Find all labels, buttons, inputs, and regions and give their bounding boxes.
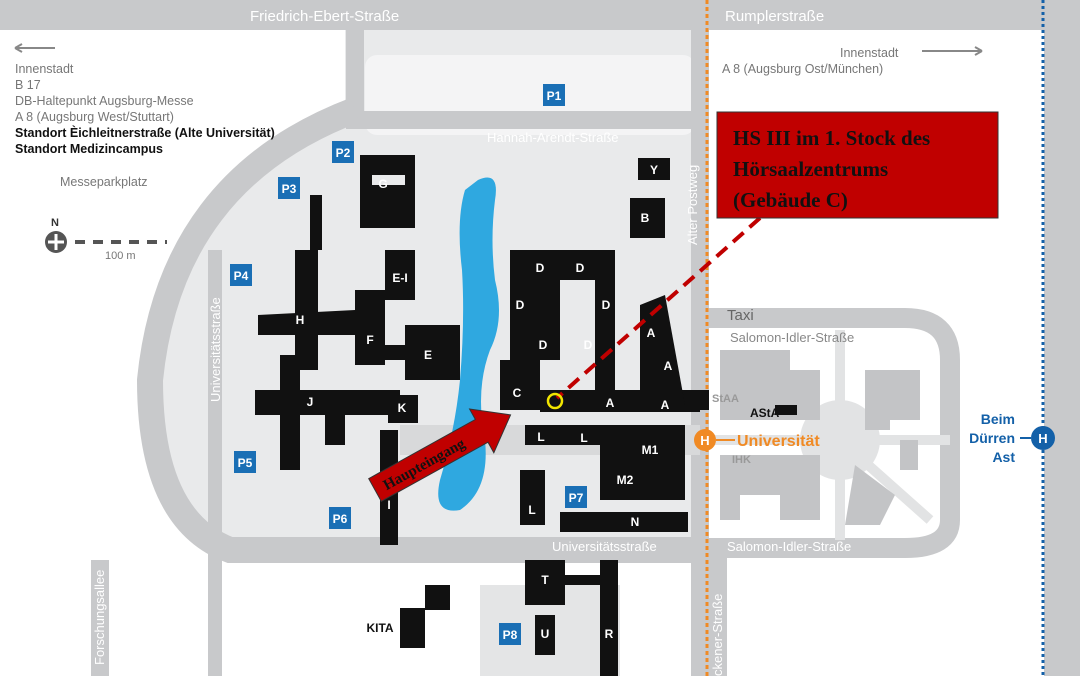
building-L[interactable]: L [537, 430, 544, 444]
building-A[interactable]: A [606, 396, 615, 410]
legend-line: Innenstadt [15, 62, 74, 76]
street-rumpler: Rumplerstraße [725, 8, 824, 25]
building-D[interactable]: D [516, 298, 525, 312]
building-T[interactable]: T [541, 573, 549, 587]
building-N[interactable]: N [631, 515, 640, 529]
parking-markers: P1 P2 P3 P4 P5 P6 P7 P8 [230, 84, 587, 645]
callout-pointer [555, 216, 762, 400]
taxi-label: Taxi [727, 307, 754, 324]
h-stop-icon: H [1038, 431, 1047, 446]
callout-box: HS III im 1. Stock des Hörsaalzentrums (… [716, 111, 999, 219]
ihk-label: IHK [732, 454, 751, 466]
street-universitaet-bottom: Universitätsstraße [552, 539, 657, 554]
building-G[interactable]: G [378, 177, 387, 191]
street-salomon-bottom: Salomon-Idler-Straße [727, 539, 851, 554]
callout-line: HS III im 1. Stock des [733, 126, 930, 150]
street-bottom-right: ckener-Straße [710, 594, 725, 676]
building-D[interactable]: D [576, 261, 585, 275]
building-KITA[interactable]: KITA [366, 621, 393, 635]
building-I[interactable]: I [387, 498, 390, 512]
building-D[interactable]: D [602, 298, 611, 312]
street-hannah-arendt: Hannah-Arendt-Straße [487, 130, 619, 145]
building-C[interactable]: C [513, 386, 522, 400]
arrow-right-icon [922, 46, 983, 56]
building-M1[interactable]: M1 [642, 443, 659, 457]
building-F[interactable]: F [366, 333, 373, 347]
legend-line: A 8 (Augsburg West/Stuttart) [15, 110, 174, 124]
callout-line: Hörsaalzentrums [733, 157, 888, 181]
building-H[interactable]: H [296, 313, 305, 327]
legend-line: DB-Haltepunkt Augsburg-Messe [15, 94, 194, 108]
building-labels: Y B G E-I H F E D D D D D D A A A A C J … [296, 163, 673, 641]
street-universitaet-left: Universitätsstraße [208, 297, 223, 402]
building-L[interactable]: L [528, 503, 535, 517]
stop-label-line: Ast [992, 449, 1015, 465]
callout-line: (Gebäude C) [733, 188, 848, 212]
street-friedrich-ebert: Friedrich-Ebert-Straße [250, 8, 399, 25]
scale-label: 100 m [105, 250, 136, 262]
lecture-hall-marker[interactable] [546, 392, 564, 410]
building-J[interactable]: J [307, 395, 314, 409]
asta-label: AStA [750, 406, 780, 420]
parking-P7[interactable]: P7 [569, 491, 584, 505]
building-R[interactable]: R [605, 627, 614, 641]
street-salomon-top: Salomon-Idler-Straße [730, 330, 854, 345]
parking-P5[interactable]: P5 [238, 456, 253, 470]
stop-universitaet[interactable]: H Universität [694, 429, 820, 451]
external-buildings [720, 350, 920, 525]
parking-P6[interactable]: P6 [333, 512, 348, 526]
staa-label: StAA [712, 393, 739, 405]
building-K[interactable]: K [398, 401, 407, 415]
building-U[interactable]: U [541, 627, 550, 641]
building-A[interactable]: A [647, 326, 656, 340]
legend-line-bold: Standort Medizincampus [15, 142, 163, 156]
building-E[interactable]: E [424, 348, 432, 362]
stop-label-line: Beim [981, 411, 1015, 427]
stop-label-line: Dürren [969, 430, 1015, 446]
street-alter-postweg: Alter Postweg [685, 165, 700, 245]
legend-line: Innenstadt [840, 46, 899, 60]
north-label: N [51, 217, 59, 229]
stop-duerren-ast[interactable]: H Beim Dürren Ast [969, 411, 1055, 465]
parking-P8[interactable]: P8 [503, 628, 518, 642]
building-D[interactable]: D [539, 338, 548, 352]
parking-P1[interactable]: P1 [547, 89, 562, 103]
parking-P3[interactable]: P3 [282, 182, 297, 196]
building-Y[interactable]: Y [650, 163, 658, 177]
h-stop-icon: H [700, 433, 709, 448]
street-labels: Friedrich-Ebert-Straße Rumplerstraße Han… [92, 8, 854, 676]
legend-right: Innenstadt A 8 (Augsburg Ost/München) [722, 46, 983, 76]
street-forschungsallee: Forschungsallee [92, 570, 107, 665]
building-A[interactable]: A [664, 359, 673, 373]
university-buildings [255, 155, 797, 676]
building-D[interactable]: D [584, 338, 593, 352]
stop-universitaet-label: Universität [737, 433, 820, 450]
lake [438, 177, 499, 511]
messeparkplatz-label: Messeparkplatz [60, 175, 148, 189]
building-B[interactable]: B [641, 211, 650, 225]
compass-icon [45, 231, 67, 253]
building-M2[interactable]: M2 [617, 473, 634, 487]
building-E-I[interactable]: E-I [392, 271, 407, 285]
building-L[interactable]: L [580, 431, 587, 445]
legend-left: Innenstadt B 17 DB-Haltepunkt Augsburg-M… [14, 43, 275, 262]
legend-line: A 8 (Augsburg Ost/München) [722, 62, 883, 76]
building-D[interactable]: D [536, 261, 545, 275]
scale-bar [75, 240, 167, 244]
legend-line: B 17 [15, 78, 41, 92]
parking-P4[interactable]: P4 [234, 269, 249, 283]
legend-line-bold: Standort Èichleitnerstraße (Alte Univers… [15, 125, 275, 140]
arrow-left-icon [14, 43, 55, 53]
parking-P2[interactable]: P2 [336, 146, 351, 160]
building-A[interactable]: A [661, 398, 670, 412]
